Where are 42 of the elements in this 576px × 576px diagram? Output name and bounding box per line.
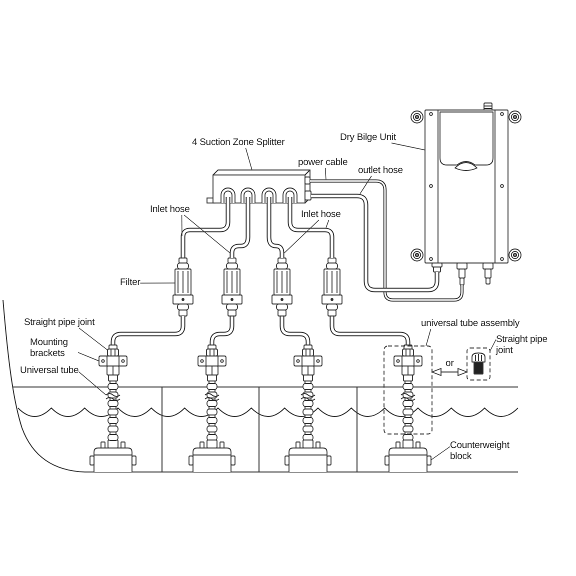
part-label: power cable bbox=[298, 157, 348, 168]
part-label: outlet hose bbox=[358, 165, 403, 176]
leader-line bbox=[184, 214, 230, 254]
leader-line bbox=[181, 214, 182, 236]
part-label: Mounting brackets bbox=[30, 337, 78, 359]
hose-line bbox=[110, 316, 186, 345]
leader-line bbox=[391, 142, 426, 150]
splitter-box bbox=[206, 170, 312, 204]
leader-line bbox=[284, 220, 320, 254]
leader-line bbox=[430, 446, 450, 460]
inlet-hose bbox=[266, 197, 284, 258]
leader-line bbox=[326, 220, 330, 228]
counterweight-block bbox=[384, 440, 432, 472]
dashed-frame bbox=[466, 348, 490, 380]
filter bbox=[172, 258, 194, 316]
leader-line bbox=[426, 328, 432, 346]
part-label: Filter bbox=[120, 277, 140, 288]
part-label: Inlet hose bbox=[301, 209, 341, 220]
part-label: 4 Suction Zone Splitter bbox=[192, 137, 285, 148]
part-label: Counterweight block bbox=[450, 440, 516, 462]
leader-line bbox=[245, 148, 252, 170]
leader-line bbox=[490, 339, 496, 352]
universal-tube bbox=[106, 380, 120, 441]
part-label: Inlet hose bbox=[150, 204, 190, 215]
part-label: universal tube assembly bbox=[421, 318, 520, 329]
leader-line bbox=[324, 168, 326, 180]
edge-label: or bbox=[444, 359, 455, 369]
pipe-joint bbox=[107, 344, 119, 356]
leader-line bbox=[360, 176, 372, 194]
dashed-frame bbox=[384, 346, 432, 434]
double-arrow bbox=[432, 368, 468, 376]
leader-line bbox=[78, 328, 108, 350]
leader-line bbox=[78, 371, 106, 396]
leader-line bbox=[78, 352, 100, 362]
part-label: Straight pipe joint bbox=[24, 317, 95, 328]
part-label: Straight pipe joint bbox=[496, 334, 556, 356]
pump-unit bbox=[410, 102, 522, 286]
mounting-bracket bbox=[98, 356, 128, 366]
leader-line bbox=[140, 282, 176, 284]
part-label: Dry Bilge Unit bbox=[340, 132, 396, 143]
part-label: Universal tube bbox=[20, 365, 79, 376]
inlet-hose bbox=[230, 197, 250, 258]
